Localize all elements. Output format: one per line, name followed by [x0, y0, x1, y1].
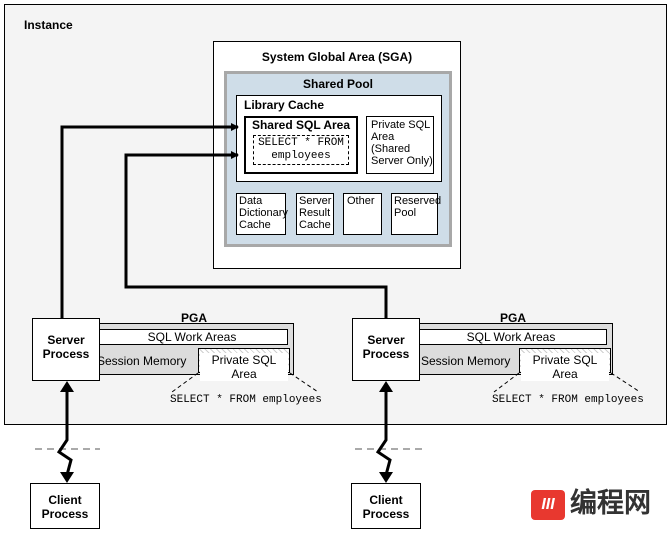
data-dictionary-cache-box: Data Dictionary Cache [236, 193, 288, 235]
shared-pool-title: Shared Pool [302, 77, 373, 91]
connector-process2-to-shared-sql [124, 151, 388, 318]
server-result-cache-box: Server Result Cache [296, 193, 334, 235]
callout-left-1 [171, 372, 199, 393]
client-process-box-2: Client Process [351, 483, 421, 529]
client-link-2-arrow-down [379, 472, 393, 483]
instance-label: Instance [24, 18, 73, 32]
server-process-label-1: Server Process [42, 333, 90, 361]
library-cache-title: Library Cache [244, 98, 325, 112]
other-box: Other [343, 193, 382, 235]
pga-label-2: PGA [500, 311, 527, 325]
client-link-2-arrow-up [379, 381, 393, 392]
server-process-box-2: Server Process [352, 318, 420, 381]
session-memory-2: Session Memory [421, 354, 511, 368]
client-process-label-1: Client Process [41, 493, 89, 521]
pga-statement-2: SELECT * FROM employees [492, 394, 644, 406]
sga-title: System Global Area (SGA) [261, 50, 413, 64]
private-sql-area-label-1: Private SQL Area [200, 353, 288, 381]
sql-work-areas-1: SQL Work Areas [96, 329, 288, 345]
callout-left-2 [493, 372, 520, 393]
client-process-label-2: Client Process [362, 493, 410, 521]
watermark-logo-icon: III [531, 490, 565, 520]
watermark-text: 编程网 [570, 488, 651, 519]
client-link-1 [56, 389, 73, 476]
pga-label-1: PGA [181, 311, 208, 325]
client-link-1-arrow-down [60, 472, 74, 483]
server-process-box-1: Server Process [32, 318, 100, 381]
reserved-pool-box: Reserved Pool [391, 193, 441, 235]
shared-sql-area-title: Shared SQL Area [251, 118, 351, 132]
callout-right-1 [289, 372, 319, 393]
private-sql-area-shared-server: Private SQL Area (Shared Server Only) [366, 116, 434, 174]
connector-process1-to-shared-sql [60, 123, 239, 318]
client-link-2 [375, 389, 392, 476]
server-process-label-2: Server Process [362, 333, 410, 361]
client-link-1-arrow-up [60, 381, 74, 392]
session-memory-1: Session Memory [97, 354, 187, 368]
client-process-box-1: Client Process [30, 483, 100, 529]
private-sql-area-label-2: Private SQL Area [521, 353, 609, 381]
shared-sql-statement: SELECT * FROM employees [253, 135, 349, 165]
pga-statement-1: SELECT * FROM employees [170, 394, 322, 406]
callout-right-2 [610, 372, 641, 393]
